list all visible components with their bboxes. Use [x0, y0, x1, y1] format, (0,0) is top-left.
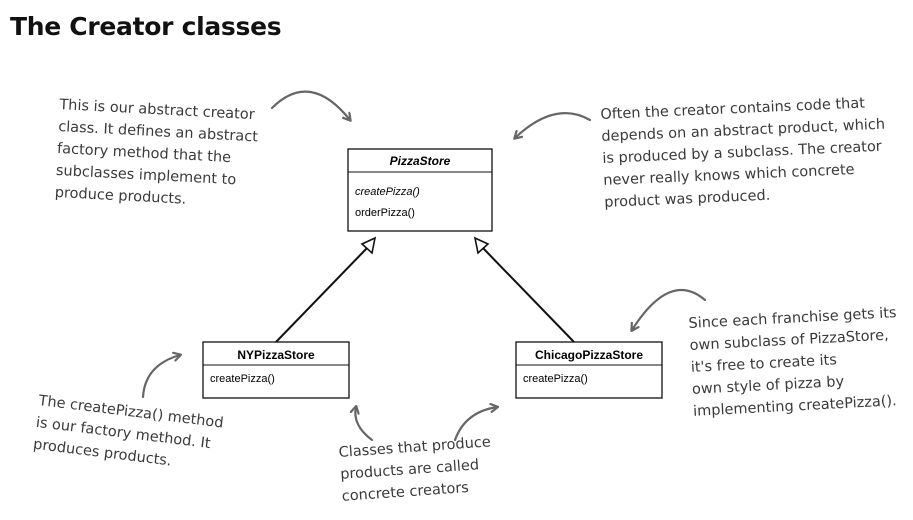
- note-abstract-creator: This is our abstract creator class. It d…: [54, 96, 259, 208]
- method-create-pizza-chicago: createPizza(): [523, 373, 588, 385]
- inheritance-arrowhead-ny: [360, 236, 377, 255]
- class-name-pizza-store: PizzaStore: [390, 154, 451, 168]
- arrow-franchise-icon: [632, 288, 707, 330]
- class-name-ny-pizza-store: NYPizzaStore: [237, 348, 315, 362]
- arrow-abstract-creator-icon: [270, 90, 350, 120]
- arrow-factory-method-icon: [141, 355, 180, 399]
- arrow-creator-code-icon: [515, 112, 592, 138]
- inheritance-line-chicago: [473, 236, 575, 343]
- page-title: The Creator classes: [10, 12, 282, 41]
- class-ny-pizza-store: NYPizzaStore createPizza(): [202, 341, 350, 399]
- note-concrete-creators: Classes that produce products are called…: [338, 434, 492, 505]
- arrow-concrete-creators-right-icon: [453, 407, 497, 442]
- class-pizza-store: PizzaStore createPizza() orderPizza(): [347, 148, 493, 232]
- note-creator-code: Often the creator contains code that dep…: [600, 95, 886, 211]
- inheritance-arrowhead-chicago: [473, 236, 490, 255]
- class-name-chicago-pizza-store: ChicagoPizzaStore: [535, 348, 643, 362]
- note-franchise: Since each franchise gets its own subcla…: [688, 305, 898, 420]
- class-chicago-pizza-store: ChicagoPizzaStore createPizza(): [515, 341, 663, 399]
- inheritance-line-ny: [275, 236, 377, 343]
- method-create-pizza-ny: createPizza(): [210, 373, 275, 385]
- method-order-pizza: orderPizza(): [355, 207, 415, 219]
- arrow-concrete-creators-left-icon: [355, 407, 374, 442]
- method-create-pizza-abstract: createPizza(): [355, 186, 420, 198]
